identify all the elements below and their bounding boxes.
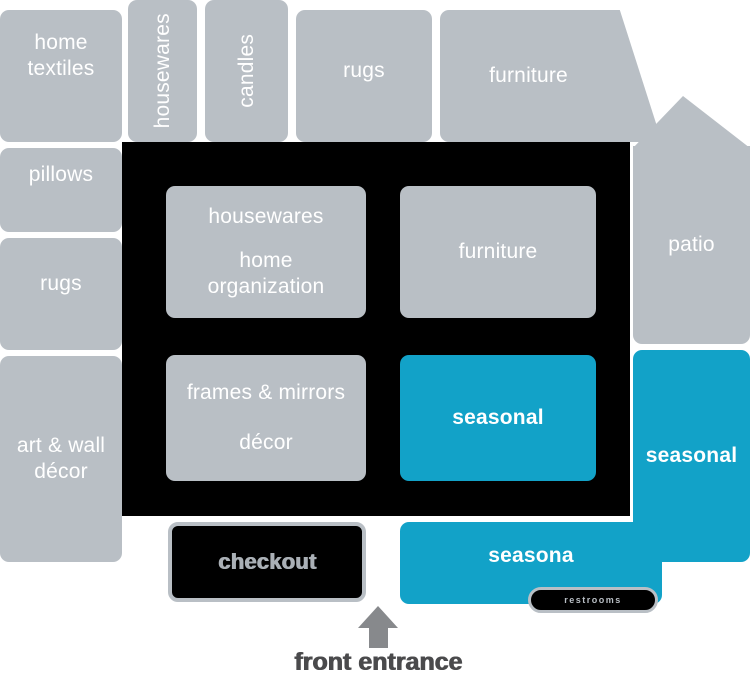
dept-housewares-top: housewares bbox=[128, 0, 197, 142]
up-arrow-stem bbox=[369, 628, 388, 648]
up-arrow-icon bbox=[358, 606, 398, 628]
dept-pillows-label: pillows bbox=[28, 163, 94, 187]
checkout-label: checkout bbox=[217, 548, 317, 574]
dept-patio-label: patio bbox=[668, 233, 715, 257]
dept-housewares-inner-label: housewares bbox=[208, 205, 324, 229]
dept-seasonal-right-label: seasonal bbox=[645, 444, 738, 468]
dept-frames-mirrors-decor: frames & mirrors décor bbox=[166, 355, 366, 481]
dept-furniture-inner-label: furniture bbox=[458, 240, 538, 264]
dept-rugs-top-label: rugs bbox=[343, 59, 385, 83]
dept-seasonal-inner-label: seasonal bbox=[452, 406, 544, 430]
dept-candles: candles bbox=[205, 0, 288, 142]
dept-rugs-top: rugs bbox=[296, 10, 432, 142]
dept-rugs-left: rugs bbox=[0, 238, 122, 350]
restrooms-tag: restrooms bbox=[528, 587, 658, 613]
dept-candles-label: candles bbox=[234, 34, 258, 108]
dept-seasonal-bottom-label: seasona bbox=[488, 544, 574, 568]
dept-housewares-top-label: housewares bbox=[150, 13, 174, 129]
restrooms-label: restrooms bbox=[564, 594, 622, 605]
checkout-area: checkout bbox=[168, 522, 366, 602]
dept-decor-label: décor bbox=[239, 431, 293, 455]
dept-art-wall-decor: art & wall décor bbox=[0, 356, 122, 562]
dept-home-textiles-label: home textiles bbox=[27, 31, 95, 80]
dept-furniture-top: furniture bbox=[440, 10, 662, 142]
dept-rugs-left-label: rugs bbox=[40, 272, 82, 296]
dept-frames-mirrors-label: frames & mirrors bbox=[186, 380, 346, 404]
dept-home-textiles: home textiles bbox=[0, 10, 122, 142]
front-entrance-label: front entrance bbox=[293, 648, 463, 676]
dept-furniture-top-label: furniture bbox=[489, 64, 568, 88]
dept-seasonal-inner: seasonal bbox=[400, 355, 596, 481]
dept-housewares-home-organization: housewares home organization bbox=[166, 186, 366, 318]
dept-art-wall-decor-label: art & wall décor bbox=[16, 434, 106, 483]
dept-home-organization-label: home organization bbox=[207, 249, 325, 298]
dept-pillows: pillows bbox=[0, 148, 122, 232]
dept-patio: patio bbox=[633, 146, 750, 344]
patio-roof-point bbox=[633, 96, 750, 148]
dept-furniture-inner: furniture bbox=[400, 186, 596, 318]
